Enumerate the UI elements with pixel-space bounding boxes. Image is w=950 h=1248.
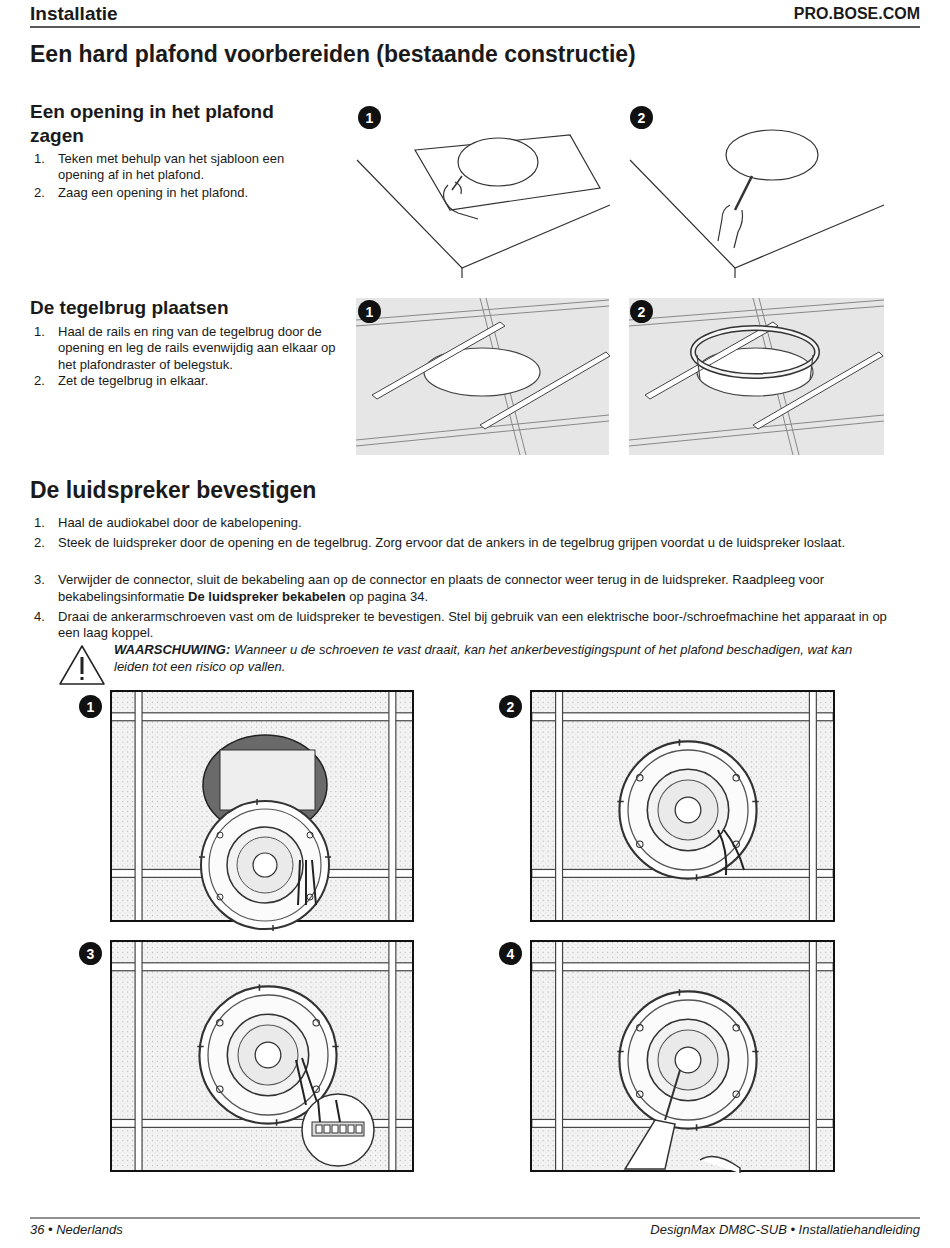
step-text: Haal de rails en ring van de tegelbrug d… (58, 324, 340, 373)
step-number: 4. (34, 609, 45, 625)
page-footer: DesignMax DM8C-SUB • Installatiehandleid… (650, 1222, 920, 1238)
page-footer: 36 • Nederlands (30, 1222, 123, 1238)
callout-circle: 3 (79, 942, 102, 965)
step-number: 2. (34, 373, 45, 389)
website: PRO.BOSE.COM (794, 4, 920, 24)
warning-text: WAARSCHUWING: (114, 642, 230, 657)
callout-circle: 1 (358, 106, 381, 129)
callout-number: 1 (366, 304, 374, 320)
callout-number: 3 (87, 946, 95, 962)
step-text: Draai de ankerarmschroeven vast om de lu… (58, 609, 908, 642)
step-text: op pagina 34. (349, 589, 428, 604)
running-header: Installatie (30, 2, 118, 26)
step-text: Haal de audiokabel door de kabelopening. (58, 515, 908, 531)
callout-circle: 2 (630, 300, 653, 323)
page-title: Een hard plafond voorbereiden (bestaande… (30, 40, 910, 69)
step-number: 2. (34, 535, 45, 551)
callout-circle: 2 (499, 695, 522, 718)
section-heading: Een opening in het plafond zagen (30, 100, 330, 148)
step-text: Steek de luidspreker door de opening en … (58, 535, 908, 551)
section-heading: De luidspreker bevestigen (30, 476, 630, 505)
callout-number: 1 (87, 699, 95, 715)
step-number: 3. (34, 572, 45, 588)
step-text: Zet de tegelbrug in elkaar. (58, 373, 338, 389)
paragraph: WAARSCHUWING: Wanneer u de schroeven te … (114, 642, 884, 676)
callout-circle: 4 (499, 942, 522, 965)
callout-circle: 1 (358, 300, 381, 323)
step-text: Teken met behulp van het sjabloon een op… (58, 151, 308, 184)
step-text: Verwijder de connector, sluit de bekabel… (58, 572, 824, 604)
step-number: 1. (34, 515, 45, 531)
step-number: 1. (34, 324, 45, 340)
step-number: 2. (34, 185, 45, 201)
step-number: 1. (34, 151, 45, 167)
callout-circle: 2 (630, 106, 653, 129)
section-heading: De tegelbrug plaatsen (30, 296, 330, 320)
callout-number: 4 (507, 946, 515, 962)
callout-number: 2 (507, 699, 515, 715)
callout-number: 2 (638, 110, 646, 126)
callout-number: 2 (638, 304, 646, 320)
step-text: De luidspreker bekabelen (188, 589, 346, 604)
callout-circle: 1 (79, 695, 102, 718)
callout-number: 1 (366, 110, 374, 126)
step-text: Zaag een opening in het plafond. (58, 185, 318, 201)
paragraph: Verwijder de connector, sluit de bekabel… (58, 572, 908, 606)
